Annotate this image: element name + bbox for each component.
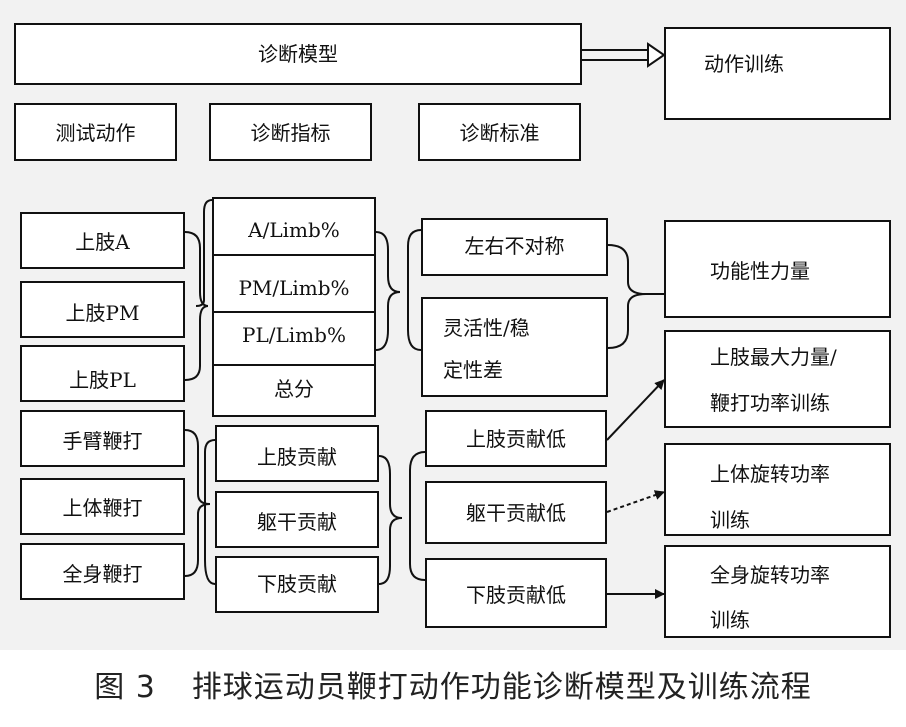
action-training-box: 动作训练 <box>664 27 891 120</box>
standard-box-lower-low: 下肢贡献低 <box>425 558 607 628</box>
test-label-upper-pm: 上肢PM <box>65 301 140 325</box>
indicator-label-upper-contribution: 上肢贡献 <box>257 445 337 469</box>
arrow-trunk-low-to-rotation-training <box>606 490 665 513</box>
test-box-whole-body-whip: 全身鞭打 <box>20 543 185 600</box>
brace-indicators-1-left <box>195 199 213 307</box>
training-box-upper-limb: 上肢最大力量/ 鞭打功率训练 <box>664 330 891 428</box>
indicator-box-trunk-contribution: 躯干贡献 <box>215 491 379 548</box>
test-label-upper-body-whip: 上体鞭打 <box>62 496 143 520</box>
brace-standards-1-left <box>407 229 422 351</box>
diagnosis-model-label: 诊断模型 <box>258 42 338 66</box>
indicator-box-lower-contribution: 下肢贡献 <box>215 556 379 613</box>
figure-caption: 图 3 排球运动员鞭打动作功能诊断模型及训练流程 <box>0 660 906 720</box>
training-label-whole-line2: 训练 <box>710 608 750 632</box>
test-box-upper-pl: 上肢PL <box>20 345 185 402</box>
training-label-upper-line2: 鞭打功率训练 <box>710 391 830 415</box>
double-arrow-model-to-training <box>582 42 666 68</box>
action-training-label: 动作训练 <box>704 52 784 76</box>
diagnostic-indicators-label: 诊断指标 <box>250 121 331 145</box>
standard-label-stability-line1: 灵活性/稳 <box>443 316 530 340</box>
brace-tests-to-indicators-2 <box>184 429 211 577</box>
indicator-label-total: 总分 <box>274 377 314 401</box>
diagnostic-indicators-header: 诊断指标 <box>209 103 372 161</box>
indicator-label-trunk-contribution: 躯干贡献 <box>257 510 337 534</box>
test-label-upper-a: 上肢A <box>75 230 130 254</box>
test-actions-header: 测试动作 <box>14 103 177 161</box>
indicator-box-upper-contribution: 上肢贡献 <box>215 425 379 482</box>
indicator-cell-a-limb: A/Limb% <box>214 199 374 256</box>
standard-label-lower-low: 下肢贡献低 <box>466 583 566 607</box>
test-box-arm-whip: 手臂鞭打 <box>20 410 185 467</box>
indicator-label-a-limb: A/Limb% <box>248 218 340 242</box>
standard-box-trunk-low: 躯干贡献低 <box>425 481 607 544</box>
training-label-whole-line1: 全身旋转功率 <box>710 563 830 587</box>
training-label-trunk-line2: 训练 <box>710 508 750 532</box>
training-box-whole-body-rotation: 全身旋转功率 训练 <box>664 545 891 638</box>
training-box-functional-strength: 功能性力量 <box>664 220 891 318</box>
indicator-cell-total: 总分 <box>214 366 374 416</box>
indicator-cell-pm-limb: PM/Limb% <box>214 256 374 313</box>
training-box-upper-body-rotation: 上体旋转功率 训练 <box>664 443 891 536</box>
indicator-label-lower-contribution: 下肢贡献 <box>257 572 337 596</box>
test-box-upper-body-whip: 上体鞭打 <box>20 478 185 535</box>
test-box-upper-a: 上肢A <box>20 212 185 269</box>
training-label-trunk-line1: 上体旋转功率 <box>710 462 830 486</box>
diagnostic-standards-header: 诊断标准 <box>418 103 581 161</box>
brace-standards-2-left <box>409 451 426 581</box>
arrow-upper-low-to-upper-training <box>606 379 665 441</box>
figure-number: 图 3 <box>94 670 156 705</box>
standard-label-asymmetry: 左右不对称 <box>464 234 565 258</box>
test-box-upper-pm: 上肢PM <box>20 281 185 338</box>
figure-title: 排球运动员鞭打动作功能诊断模型及训练流程 <box>191 670 812 705</box>
diagnostic-standards-label: 诊断标准 <box>459 121 540 145</box>
indicator-group-limb: A/Limb% PM/Limb% PL/Limb% 总分 <box>212 197 376 417</box>
brace-tests-to-indicators-1 <box>184 231 209 381</box>
standard-box-upper-low: 上肢贡献低 <box>425 410 607 467</box>
standard-label-stability-line2: 定性差 <box>443 358 503 382</box>
standard-box-asymmetry: 左右不对称 <box>421 218 608 276</box>
indicator-label-pl-limb: PL/Limb% <box>242 323 346 347</box>
test-label-upper-pl: 上肢PL <box>69 368 136 392</box>
test-label-arm-whip: 手臂鞭打 <box>62 429 143 453</box>
flowchart-diagram: 诊断模型 动作训练 测试动作 诊断指标 诊断标准 上肢A 上肢PM 上肢PL 手… <box>0 0 906 650</box>
indicator-cell-pl-limb: PL/Limb% <box>214 313 374 366</box>
standard-box-stability: 灵活性/稳 定性差 <box>421 297 608 397</box>
test-label-whole-body-whip: 全身鞭打 <box>62 562 143 586</box>
indicator-label-pm-limb: PM/Limb% <box>238 276 350 300</box>
brace-indicators-2-left <box>204 439 216 585</box>
brace-indicators-to-standards-2 <box>378 455 403 585</box>
test-actions-label: 测试动作 <box>55 121 136 145</box>
diagnosis-model-box: 诊断模型 <box>14 23 582 85</box>
standard-label-trunk-low: 躯干贡献低 <box>466 501 566 525</box>
training-label-functional-strength: 功能性力量 <box>710 259 810 283</box>
training-label-upper-line1: 上肢最大力量/ <box>710 345 837 369</box>
brace-indicators-to-standards-1 <box>375 231 401 351</box>
standard-label-upper-low: 上肢贡献低 <box>466 427 566 451</box>
brace-standards-to-functional-strength <box>607 244 647 349</box>
